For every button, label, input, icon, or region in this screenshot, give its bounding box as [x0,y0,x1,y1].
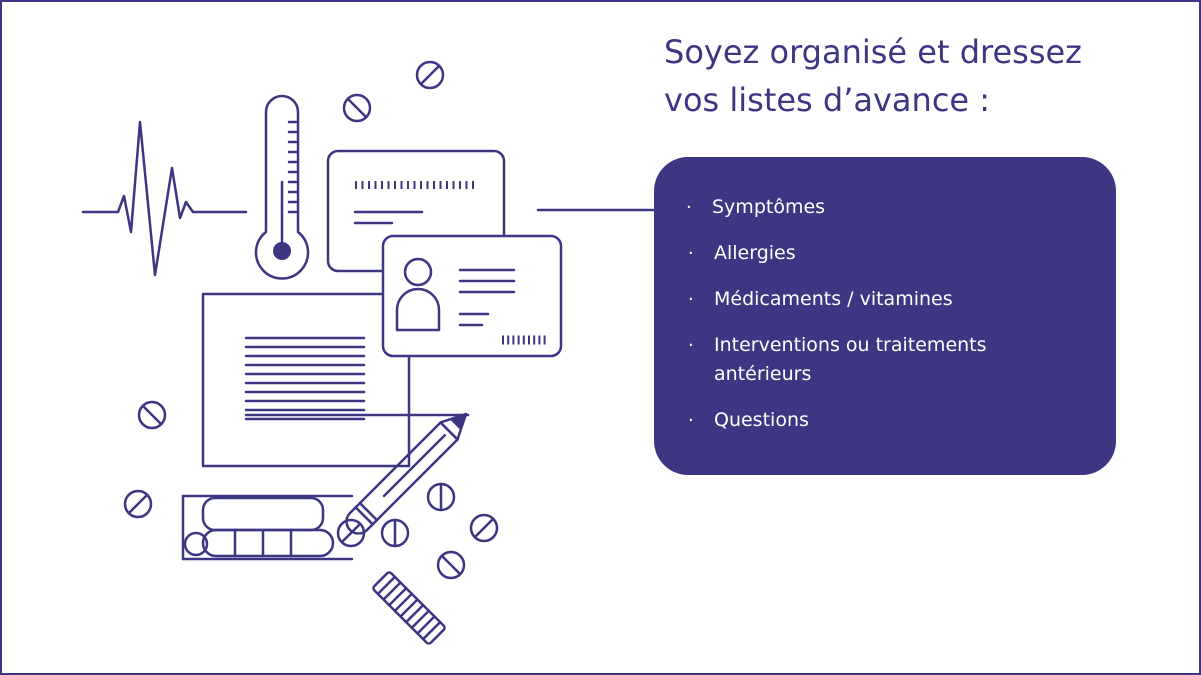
pill-icon [436,550,466,580]
checklist-panel: Symptômes Allergies Médicaments / vitami… [654,157,1116,475]
pencil-icon [345,412,468,535]
list-item: Questions [688,406,1074,435]
list-item: Médicaments / vitamines [688,285,1074,314]
pill-icon [342,93,372,123]
pill-blister-icon [181,494,354,561]
pill-icon [372,571,446,645]
id-card-icon [381,234,563,358]
thermometer-icon [254,94,310,280]
pill-icon [336,518,366,548]
list-item: Allergies [688,239,1074,268]
title-line-2: vos listes d’avance : [664,81,991,119]
list-item: Interventions ou traitements antérieurs [688,331,1034,389]
pill-icon [469,513,499,543]
page-title: Soyez organisé et dressez vos listes d’a… [664,28,1184,124]
pill-icon [426,482,456,512]
pill-icon [415,60,445,90]
pill-icon [380,518,410,548]
list-item: Symptômes [686,193,1072,222]
pill-icon [137,400,167,430]
document-icon [201,292,470,468]
heartbeat-icon [81,120,248,277]
title-line-1: Soyez organisé et dressez [664,33,1082,71]
pill-icon [123,489,153,519]
